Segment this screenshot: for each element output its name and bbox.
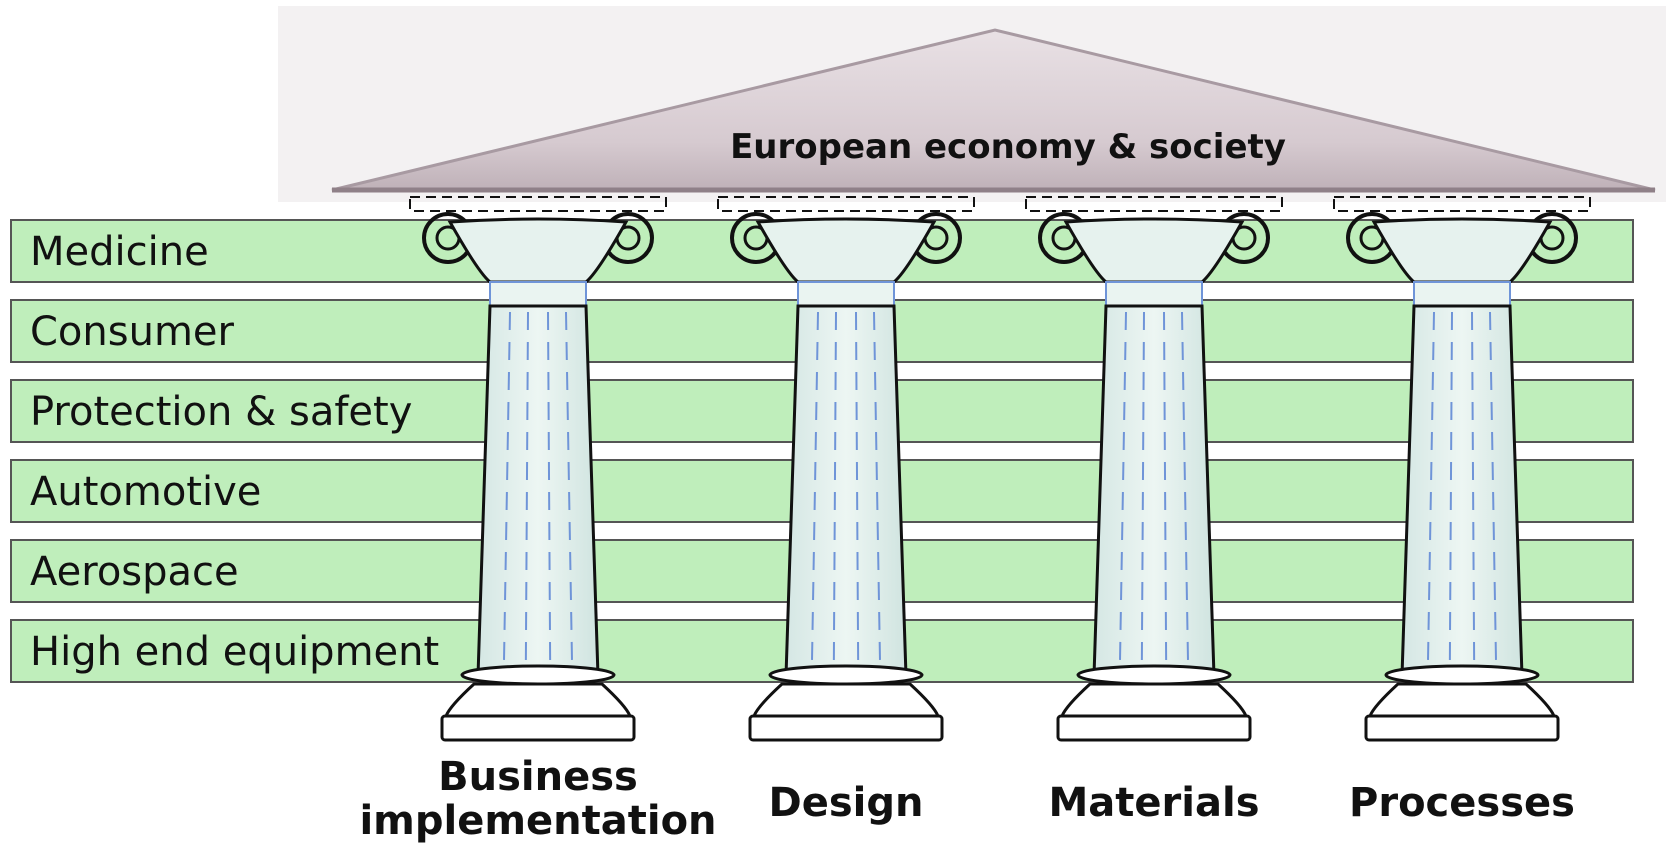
column-torus bbox=[460, 664, 616, 686]
column-torus bbox=[1384, 664, 1540, 686]
column-base bbox=[443, 682, 633, 718]
column-abacus bbox=[1025, 196, 1283, 212]
pillar-label: Materials bbox=[1049, 780, 1260, 826]
column-plinth bbox=[440, 714, 636, 742]
column-shaft bbox=[784, 304, 908, 678]
sector-label: Medicine bbox=[30, 229, 209, 275]
pillar-label: Design bbox=[769, 780, 924, 826]
column-necking bbox=[797, 281, 895, 307]
column-capital bbox=[447, 217, 629, 284]
column-plinth bbox=[1056, 714, 1252, 742]
column bbox=[1025, 196, 1283, 742]
column-necking bbox=[1413, 281, 1511, 307]
column-abacus bbox=[1333, 196, 1591, 212]
sector-label: High end equipment bbox=[30, 629, 439, 675]
column-base bbox=[1059, 682, 1249, 718]
columns bbox=[409, 196, 1591, 742]
column-torus bbox=[1076, 664, 1232, 686]
column-capital bbox=[1371, 217, 1553, 284]
pillar-label: Processes bbox=[1349, 780, 1575, 826]
pillar-label-line: Design bbox=[769, 780, 924, 826]
pillar-label-line: implementation bbox=[359, 798, 716, 844]
pillar-label-line: Business bbox=[438, 754, 638, 800]
column bbox=[717, 196, 975, 742]
column-shaft bbox=[476, 304, 600, 678]
column-shaft bbox=[1400, 304, 1524, 678]
column bbox=[1333, 196, 1591, 742]
column-base bbox=[1367, 682, 1557, 718]
pillar-label-line: Processes bbox=[1349, 780, 1575, 826]
column-capital bbox=[1063, 217, 1245, 284]
sector-label: Consumer bbox=[30, 309, 235, 355]
column-base bbox=[751, 682, 941, 718]
column-necking bbox=[1105, 281, 1203, 307]
pillar-label-line: Materials bbox=[1049, 780, 1260, 826]
pediment: European economy & society bbox=[278, 6, 1666, 202]
roof-title: European economy & society bbox=[730, 127, 1286, 167]
column-shaft bbox=[1092, 304, 1216, 678]
sector-label: Protection & safety bbox=[30, 389, 412, 435]
column-capital bbox=[755, 217, 937, 284]
column-abacus bbox=[717, 196, 975, 212]
sector-label: Aerospace bbox=[30, 549, 239, 595]
column-necking bbox=[489, 281, 587, 307]
sector-label: Automotive bbox=[30, 469, 261, 515]
column-plinth bbox=[1364, 714, 1560, 742]
column bbox=[409, 196, 667, 742]
column-abacus bbox=[409, 196, 667, 212]
column-torus bbox=[768, 664, 924, 686]
column-plinth bbox=[748, 714, 944, 742]
